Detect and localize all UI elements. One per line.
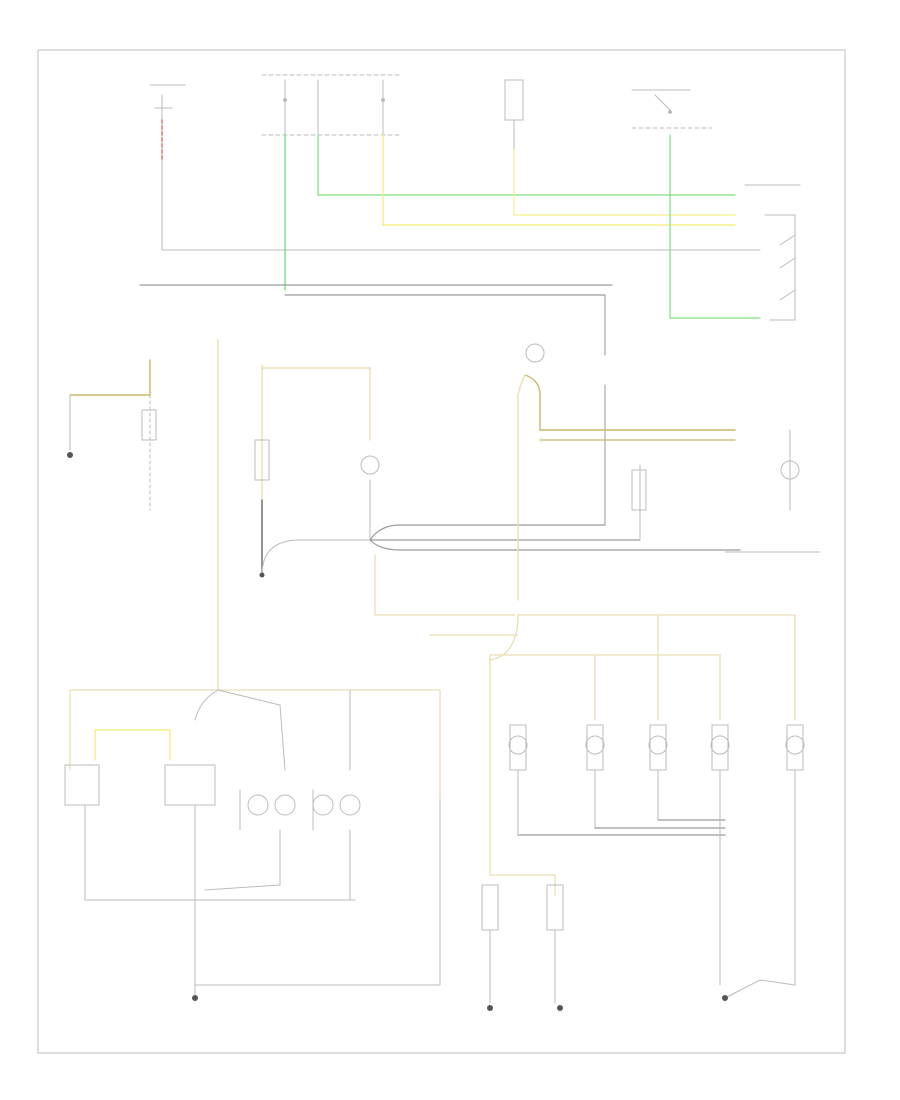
middle-section (67, 339, 821, 691)
module-icon (164, 764, 216, 806)
battery-block-icon (149, 84, 186, 251)
lamp-icon (710, 735, 730, 755)
light-switch-icon (744, 184, 801, 321)
lamp-icon (508, 735, 528, 755)
lower-section (64, 614, 805, 1011)
top-section (139, 74, 801, 356)
lamp-icon (312, 794, 334, 816)
ground-icon (192, 995, 198, 1001)
lamp-icon (785, 735, 805, 755)
ground-icon (557, 1005, 563, 1011)
relay-icon (504, 79, 524, 151)
connector-icon (67, 452, 73, 458)
lamp-icon (247, 794, 269, 816)
lamp-icon (274, 794, 296, 816)
lamp-icon (648, 735, 668, 755)
module-icon (64, 764, 100, 806)
lamp-row (508, 724, 805, 771)
lamp-icon (585, 735, 605, 755)
lamp-icon (339, 794, 361, 816)
fuse-block-icon (261, 74, 401, 136)
ground-icon (487, 1005, 493, 1011)
lamp-icon (360, 455, 380, 475)
headlight-switch-icon (631, 89, 713, 129)
diagram-border (37, 49, 846, 1054)
lamp-icon (525, 343, 545, 363)
ground-icon (722, 995, 728, 1001)
